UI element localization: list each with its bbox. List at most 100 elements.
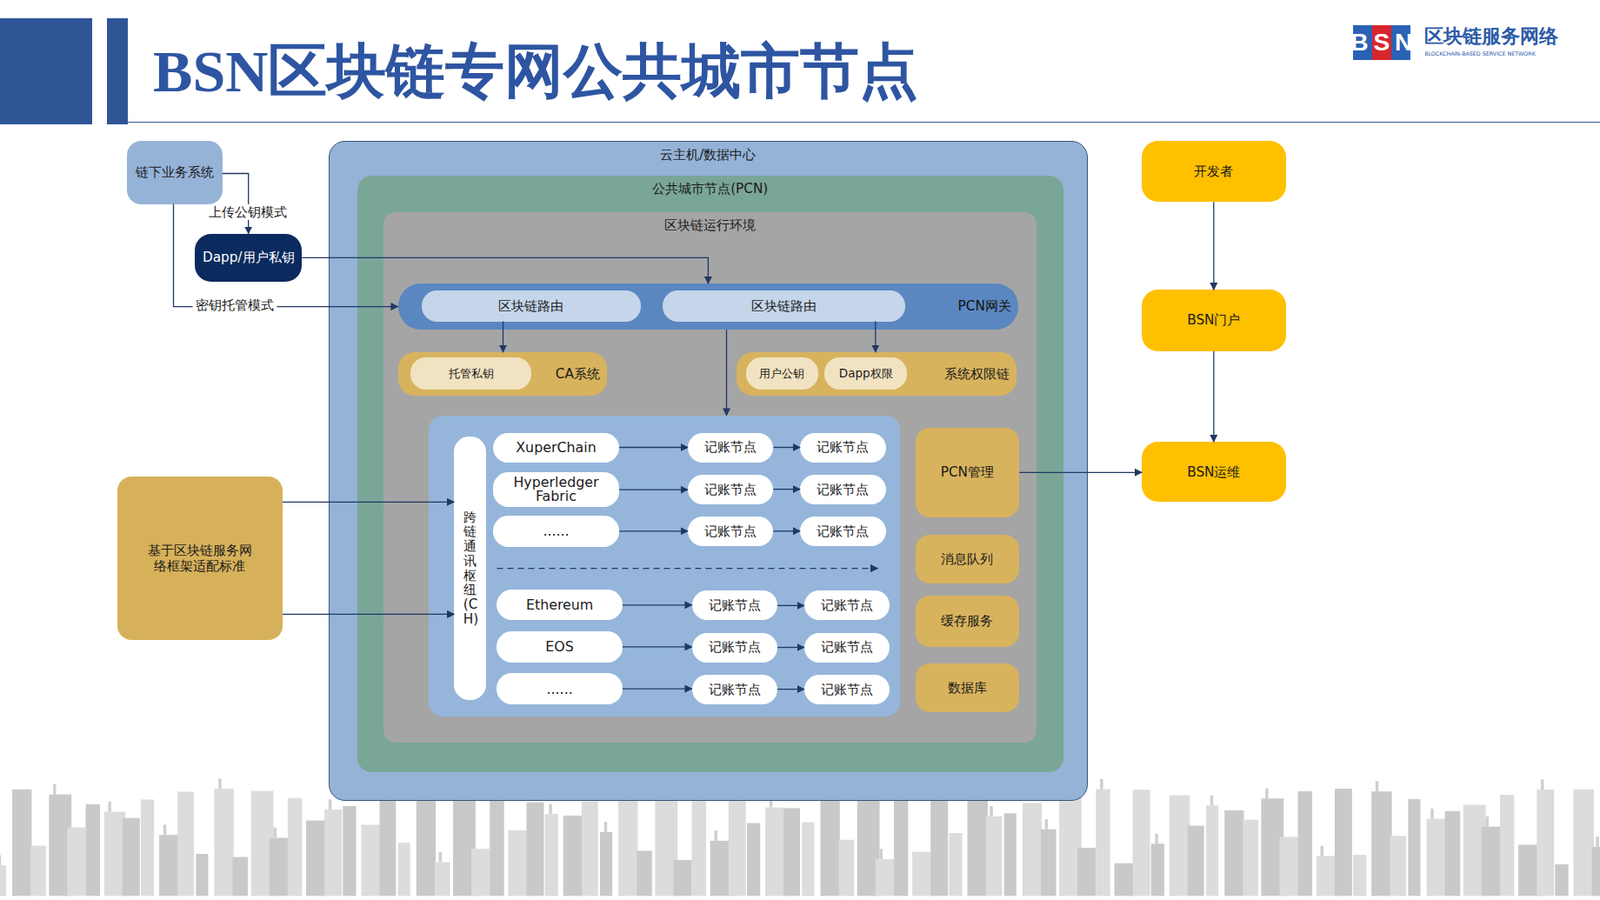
building [600, 832, 613, 896]
node-text: 区块链路由 [498, 298, 564, 314]
building [507, 830, 530, 897]
ledger-box: 记账节点 [692, 633, 779, 663]
role-box: BSN运维 [1141, 441, 1286, 502]
building [1481, 826, 1500, 897]
building [1518, 844, 1540, 896]
building [1353, 854, 1367, 896]
building [526, 802, 545, 897]
antenna [1540, 779, 1545, 790]
building [1592, 846, 1600, 897]
node-text: 记账节点 [820, 639, 874, 655]
building [1059, 793, 1082, 897]
building [1169, 795, 1190, 897]
building [1206, 805, 1219, 896]
chain-box: XuperChain [493, 433, 620, 463]
chain-box: EOS [496, 631, 622, 662]
antenna [1595, 836, 1600, 847]
offchain-box: 链下业务系统 [126, 140, 223, 205]
node-text: CA系统 [555, 366, 600, 382]
antenna [1430, 808, 1434, 820]
building [159, 834, 180, 896]
building [746, 823, 760, 897]
ledger-box: 记账节点 [800, 516, 887, 547]
pcn-box: 公共城市节点(PCN)区块链运行环境PCN网关区块链路由区块链路由CA系统托管私… [357, 175, 1064, 773]
env-box: 区块链运行环境PCN网关区块链路由区块链路由CA系统托管私钥系统权限链用户公钥D… [383, 212, 1037, 743]
node-text: 记账节点 [708, 639, 761, 655]
building [251, 791, 274, 897]
building [839, 840, 855, 897]
building [213, 788, 234, 896]
node-text: 跨链通讯枢纽(CH) [463, 510, 477, 627]
node-text: 记账节点 [708, 597, 761, 614]
ledger-box: 记账节点 [692, 674, 779, 705]
logo-name: 区块链服务网络 [1424, 24, 1567, 52]
node-text: 记账节点 [820, 597, 874, 614]
node-text: Dapp/用户私钥 [202, 249, 295, 266]
building [471, 848, 490, 896]
building [820, 797, 840, 897]
node-text: PCN网关 [958, 298, 1012, 314]
slide-title: BSN区块链专网公共城市节点 [153, 36, 919, 108]
building [1573, 789, 1594, 897]
ledger-box: 记账节点 [804, 633, 891, 663]
building [1113, 863, 1136, 897]
node-text: XuperChain [515, 439, 596, 456]
building [380, 795, 397, 896]
antenna [439, 852, 443, 863]
building [1554, 864, 1568, 896]
building [1077, 847, 1096, 896]
role-box: BSN门户 [1141, 289, 1286, 351]
building [489, 793, 504, 896]
node-text: EOS [545, 638, 574, 655]
building [306, 820, 328, 897]
key-box: Dapp/用户私钥 [194, 233, 302, 282]
connector [1213, 201, 1214, 290]
module-box: 系统权限链用户公钥Dapp权限 [736, 352, 1017, 396]
antenna [107, 801, 112, 813]
building [636, 850, 653, 896]
building [728, 796, 747, 896]
building [875, 859, 894, 896]
node-text: 记账节点 [816, 439, 869, 455]
header-rule [127, 121, 1600, 124]
building [416, 789, 436, 896]
chain-box: Hyperledger Fabric [493, 472, 620, 507]
building [930, 792, 948, 896]
antenna [1375, 780, 1380, 792]
header-block [0, 18, 93, 125]
building [342, 806, 356, 896]
item-box: Dapp权限 [824, 357, 907, 391]
node-text: 云主机/数据中心 [660, 146, 756, 163]
building [360, 825, 381, 897]
building [195, 853, 208, 896]
ledger-box: 记账节点 [800, 433, 887, 463]
building [1224, 810, 1244, 897]
antenna [163, 824, 167, 835]
node-text: 数据库 [947, 680, 987, 696]
node-text: 托管私钥 [448, 366, 494, 380]
building [1280, 836, 1299, 896]
edge-label: 上传公钥模式 [206, 204, 291, 220]
building [86, 804, 100, 896]
service-box: 消息队列 [915, 534, 1020, 584]
node-text: 基于区块链服务网络框架适配标准 [142, 542, 257, 575]
antenna [604, 821, 608, 833]
antenna [989, 806, 994, 817]
route-box: 区块链路由 [421, 290, 641, 321]
building [801, 822, 814, 897]
building [1040, 829, 1057, 897]
building [673, 860, 692, 896]
node-text: 记账节点 [708, 681, 761, 698]
chain-box: ...... [493, 515, 620, 547]
antenna [1320, 846, 1324, 857]
antenna [1045, 819, 1049, 830]
building [857, 790, 880, 896]
node-text: BSN运维 [1186, 464, 1240, 480]
building [104, 812, 127, 897]
building [765, 807, 786, 897]
chain-box: ...... [496, 673, 622, 704]
node-text: Dapp权限 [839, 366, 894, 380]
building [324, 809, 342, 896]
antenna [0, 854, 1, 866]
